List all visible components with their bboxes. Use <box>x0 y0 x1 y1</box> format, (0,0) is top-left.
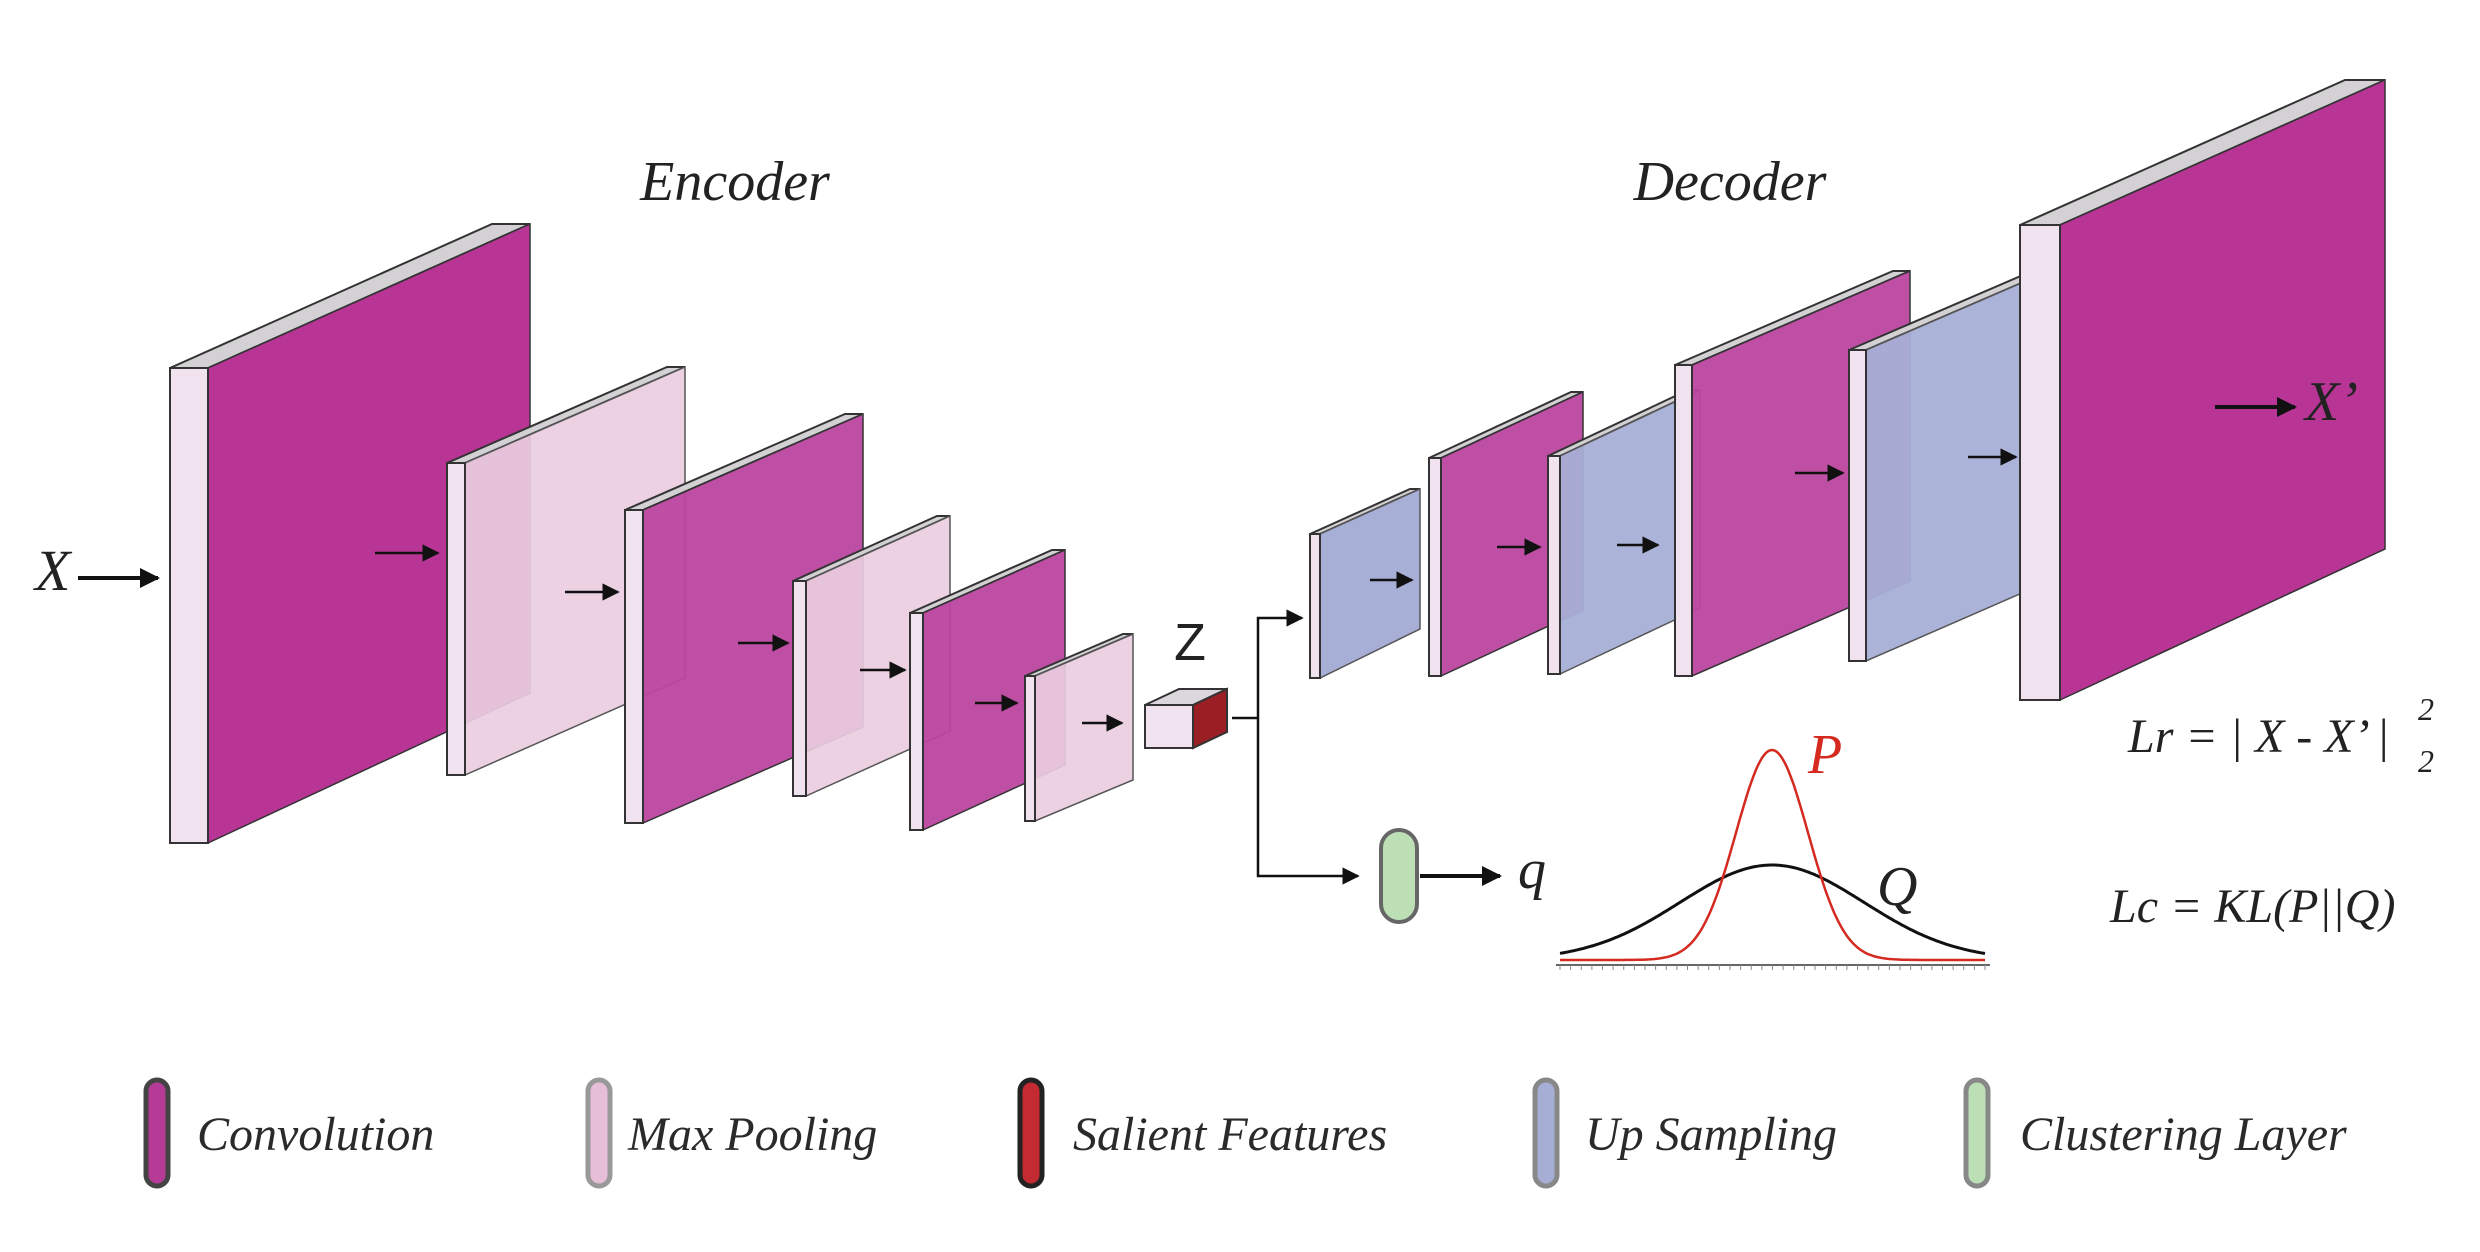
output-symbol: X’ <box>2303 371 2358 433</box>
legend-item-convolution: Convolution <box>143 1077 434 1189</box>
latent-symbol: Z <box>1174 614 1206 672</box>
soft-distribution-symbol: Q <box>1877 856 1917 918</box>
decoder-title: Decoder <box>1633 151 1827 213</box>
legend: Convolution Max Pooling Salient Features… <box>143 1077 2347 1189</box>
legend-item-clustering-layer: Clustering Layer <box>1963 1077 2347 1189</box>
soft-assignment-symbol: q <box>1518 839 1546 901</box>
legend-item-up-sampling: Up Sampling <box>1532 1077 1837 1189</box>
legend-swatch-clustering-layer <box>1963 1077 1991 1189</box>
legend-item-max-pooling: Max Pooling <box>585 1077 877 1189</box>
decoder-output-layer <box>2019 78 2386 702</box>
reconstruction-loss-text: Lr = | X - X’ | <box>2127 710 2389 763</box>
legend-swatch-convolution <box>143 1077 171 1189</box>
decoder-flow-arrows <box>1370 448 2018 589</box>
latent-cube <box>1144 687 1228 750</box>
distribution-plot <box>1548 725 2010 975</box>
legend-label-clustering-layer: Clustering Layer <box>2020 1108 2347 1161</box>
input-symbol: X <box>33 538 73 603</box>
curve-q <box>1559 863 1986 955</box>
latent-branch-lines <box>1232 609 1360 885</box>
decoder-upsample-layer-2 <box>1547 388 1701 676</box>
legend-item-salient-features: Salient Features <box>1017 1077 1387 1189</box>
legend-label-max-pooling: Max Pooling <box>627 1108 877 1161</box>
legend-label-up-sampling: Up Sampling <box>1585 1108 1837 1161</box>
legend-label-salient-features: Salient Features <box>1073 1108 1387 1161</box>
distribution-ticks <box>1559 965 1986 970</box>
curve-p <box>1560 748 1985 962</box>
legend-label-convolution: Convolution <box>197 1108 434 1161</box>
reconstruction-loss: Lr = | X - X’ | 2 2 <box>2127 691 2434 779</box>
legend-swatch-salient-features <box>1017 1077 1045 1189</box>
reconstruction-loss-sub: 2 <box>2418 743 2434 779</box>
encoder-flow-arrows <box>375 544 1124 732</box>
clustering-layer <box>1379 828 1419 924</box>
encoder-pool-layer-3 <box>1024 632 1134 823</box>
reconstruction-loss-sup: 2 <box>2418 691 2434 727</box>
legend-swatch-up-sampling <box>1532 1077 1560 1189</box>
encoder-title: Encoder <box>639 151 830 213</box>
target-distribution-symbol: P <box>1807 724 1842 786</box>
clustering-loss: Lc = KL(P||Q) <box>2109 880 2395 933</box>
legend-swatch-max-pooling <box>585 1077 613 1189</box>
decoder-upsample-layer-1 <box>1309 487 1421 680</box>
